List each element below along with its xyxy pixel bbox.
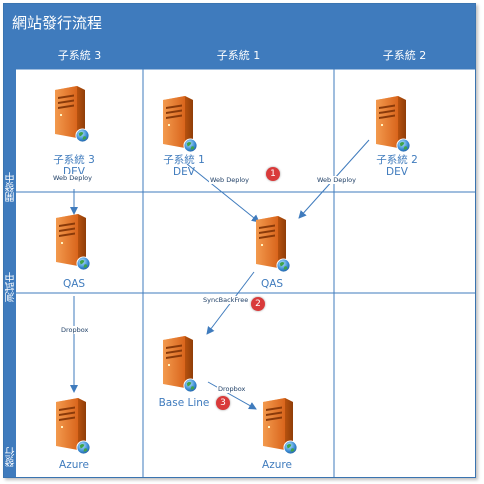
server-icon-sub1-dev — [163, 96, 198, 153]
node-label-sub1-qas: QAS — [260, 278, 284, 290]
node-name: 子系統 1 — [163, 154, 205, 166]
column-header-subsystem-2: 子系統 2 — [382, 49, 427, 62]
edge-baseline-to-azure — [207, 381, 257, 410]
server-icon-sub1-qas — [256, 216, 291, 273]
swimlane-grid — [16, 42, 475, 477]
edge-label-sync: SyncBackFree — [202, 296, 250, 304]
node-name: 子系統 2 — [376, 154, 418, 166]
column-header-row: 子系統 3 子系統 1 子系統 2 — [16, 42, 475, 69]
node-label-sub3-qas: QAS — [62, 278, 86, 290]
diagram-title: 網站發行流程 — [4, 4, 475, 42]
node-name: 子系統 3 — [53, 154, 95, 166]
node-env: DEV — [386, 166, 408, 178]
server-icon-sub3-azure — [56, 398, 91, 455]
edge-label-sub3-deploy: Web Deploy — [52, 174, 93, 182]
server-icon-sub1-azure — [263, 398, 298, 455]
column-header-subsystem-1: 子系統 1 — [216, 49, 261, 62]
edge-label-sub2-deploy: Web Deploy — [316, 176, 357, 184]
edge-label-sub3-dropbox: Dropbox — [60, 326, 90, 334]
server-icon-sub3-dev — [55, 86, 90, 143]
lane-strip: 開發中 測試中 發行 — [4, 42, 17, 477]
node-label-sub3-azure: Azure — [59, 459, 89, 471]
diagram-frame: 網站發行流程 子系統 3 子系統 1 子系統 2 開發中 測試中 發行 — [3, 3, 476, 478]
edge-label-baseline-dropbox: Dropbox — [217, 385, 247, 393]
node-label-sub2-dev: 子系統 2 DEV — [357, 154, 437, 178]
node-label-baseline: Base Line — [158, 397, 210, 409]
step-badge-1: 1 — [266, 167, 280, 181]
node-env: DEV — [173, 166, 195, 178]
column-header-subsystem-3: 子系統 3 — [57, 49, 102, 62]
node-label-sub1-dev: 子系統 1 DEV — [144, 154, 224, 178]
node-label-sub1-azure: Azure — [262, 459, 292, 471]
edge-label-sub1-deploy: Web Deploy — [209, 176, 250, 184]
server-icon-baseline — [163, 336, 198, 393]
server-icon-sub3-qas — [56, 214, 91, 271]
step-badge-3: 3 — [216, 396, 230, 410]
edge-sub1-dev-to-qas — [186, 163, 260, 223]
server-icon-sub2-dev — [376, 96, 411, 153]
step-badge-2: 2 — [251, 297, 265, 311]
